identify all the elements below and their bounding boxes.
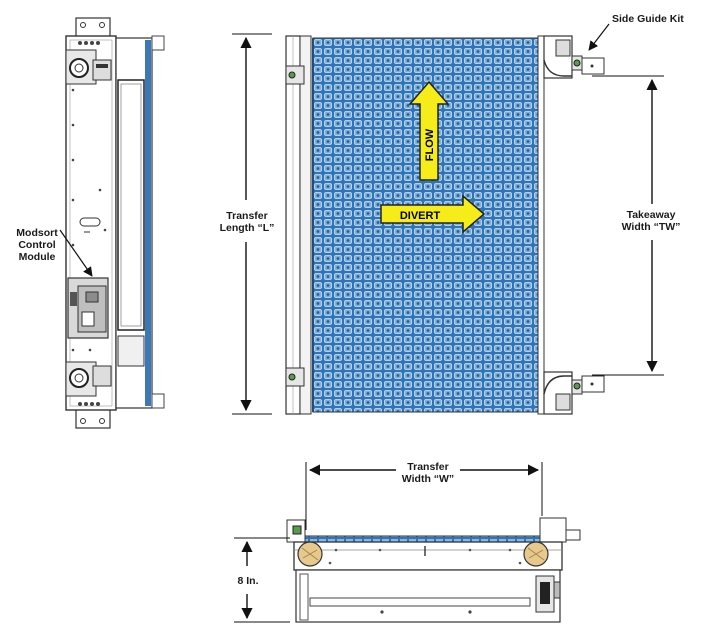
side-guide-kit-label: Side Guide Kit — [588, 13, 684, 51]
modsort-label: Modsort Control Module — [16, 227, 93, 277]
plan-view — [285, 35, 605, 415]
svg-text:DIVERT: DIVERT — [400, 210, 441, 222]
svg-text:Width “TW”: Width “TW” — [622, 221, 681, 233]
svg-text:Control: Control — [18, 239, 55, 251]
svg-text:Side Guide Kit: Side Guide Kit — [612, 13, 684, 25]
svg-text:Takeaway: Takeaway — [627, 209, 676, 221]
svg-text:Transfer: Transfer — [226, 210, 267, 222]
flow-arrow: FLOW — [408, 80, 450, 181]
side-view — [65, 17, 165, 429]
svg-text:Width “W”: Width “W” — [402, 473, 454, 485]
svg-text:8 In.: 8 In. — [237, 575, 258, 587]
svg-text:Transfer: Transfer — [407, 461, 448, 473]
transfer-length-dimension: Transfer Length “L” — [220, 33, 275, 415]
svg-text:Modsort: Modsort — [16, 227, 58, 239]
transfer-width-dimension: Transfer Width “W” — [305, 461, 543, 530]
svg-text:Length “L”: Length “L” — [220, 222, 275, 234]
front-view — [286, 517, 581, 623]
svg-text:FLOW: FLOW — [424, 128, 436, 161]
svg-text:Module: Module — [19, 251, 56, 263]
control-module — [67, 277, 109, 339]
divert-arrow: DIVERT — [380, 194, 486, 234]
takeaway-width-dimension: Takeaway Width “TW” — [592, 75, 681, 376]
height-dimension: 8 In. — [234, 537, 290, 623]
